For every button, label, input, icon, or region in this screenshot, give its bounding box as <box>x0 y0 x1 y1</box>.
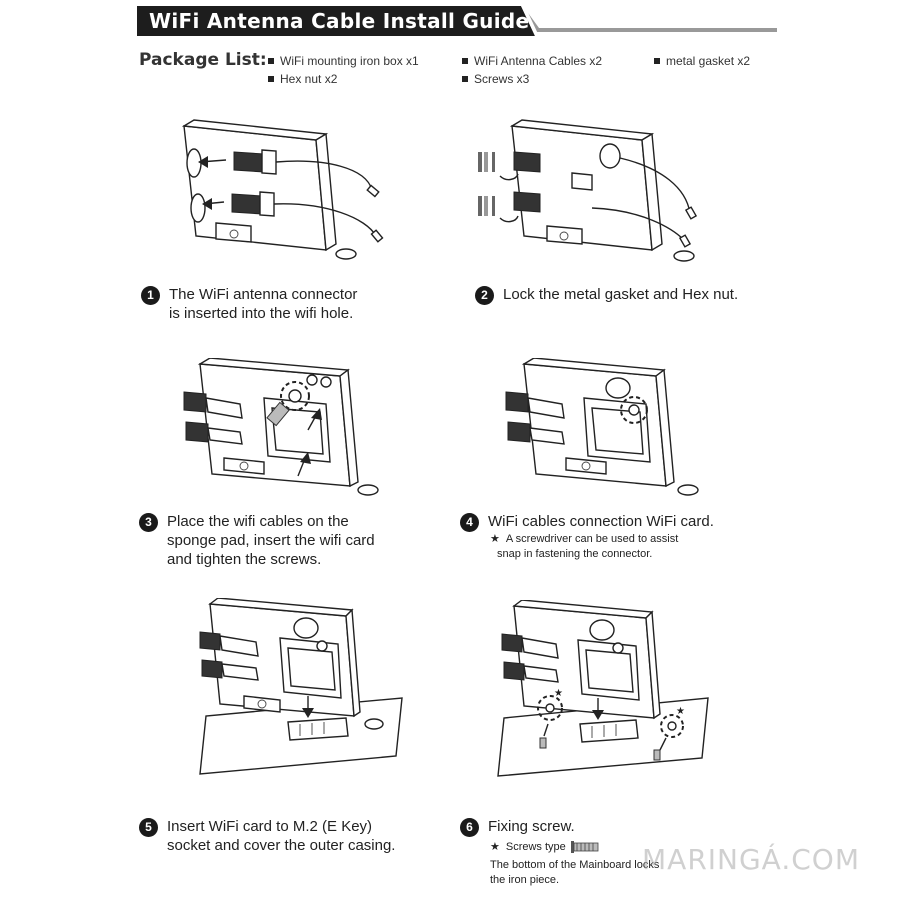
screw-icon <box>539 737 547 749</box>
header-banner-shape <box>137 6 777 36</box>
bullet-square-icon <box>654 57 660 64</box>
arrow-icon <box>659 737 667 751</box>
arrow-icon <box>499 215 519 223</box>
star-icon: ★ <box>490 841 500 853</box>
arrow-icon <box>311 408 322 420</box>
package-list-label: Package List: <box>139 50 267 70</box>
star-icon: ★ <box>676 706 685 717</box>
arrow-icon <box>198 156 208 168</box>
arrow-icon <box>302 708 314 718</box>
arrow-icon <box>499 173 519 181</box>
header-banner: WiFi Antenna Cable Install Guide <box>137 6 777 40</box>
step-number-badge: 2 <box>475 286 494 305</box>
package-item: Screws x3 <box>462 72 529 86</box>
step-number-badge: 3 <box>139 513 158 532</box>
bullet-square-icon <box>462 75 468 82</box>
step-number-badge: 1 <box>141 286 160 305</box>
step-5-caption: 5 Insert WiFi card to M.2 (E Key)socket … <box>139 817 395 855</box>
step-6-caption: 6 Fixing screw. <box>460 817 575 837</box>
bullet-square-icon <box>462 57 468 64</box>
step-number-badge: 5 <box>139 818 158 837</box>
bullet-square-icon <box>268 75 274 82</box>
step-2-illustration <box>478 119 698 262</box>
arrow-icon <box>592 710 604 720</box>
step-4-caption: 4 WiFi cables connection WiFi card. <box>460 512 714 532</box>
step-5-illustration <box>199 598 403 775</box>
package-item: WiFi mounting iron box x1 <box>268 54 419 68</box>
step-number-badge: 4 <box>460 513 479 532</box>
step-6-note: ★Screws type The bottom of the Mainboard… <box>490 841 660 886</box>
package-item: WiFi Antenna Cables x2 <box>462 54 602 68</box>
step-3-illustration <box>183 358 379 496</box>
screw-icon <box>570 841 599 854</box>
package-item: Hex nut x2 <box>268 72 337 86</box>
arrow-icon <box>300 452 311 464</box>
arrow-icon <box>202 198 212 210</box>
bullet-square-icon <box>268 57 274 64</box>
step-number-badge: 6 <box>460 818 479 837</box>
page-title: WiFi Antenna Cable Install Guide <box>149 9 530 33</box>
step-1-illustration <box>181 119 384 260</box>
star-icon: ★ <box>490 533 500 545</box>
step-4-illustration <box>505 358 699 496</box>
star-icon: ★ <box>554 688 563 699</box>
screw-icon <box>653 749 661 761</box>
arrow-icon <box>543 723 549 737</box>
watermark: MARINGÁ.COM <box>642 843 860 876</box>
step-6-illustration: ★ ★ <box>497 600 709 777</box>
step-2-caption: 2 Lock the metal gasket and Hex nut. <box>475 285 738 305</box>
package-item: metal gasket x2 <box>654 54 750 68</box>
step-4-note: ★A screwdriver can be used to assist sna… <box>490 533 679 560</box>
